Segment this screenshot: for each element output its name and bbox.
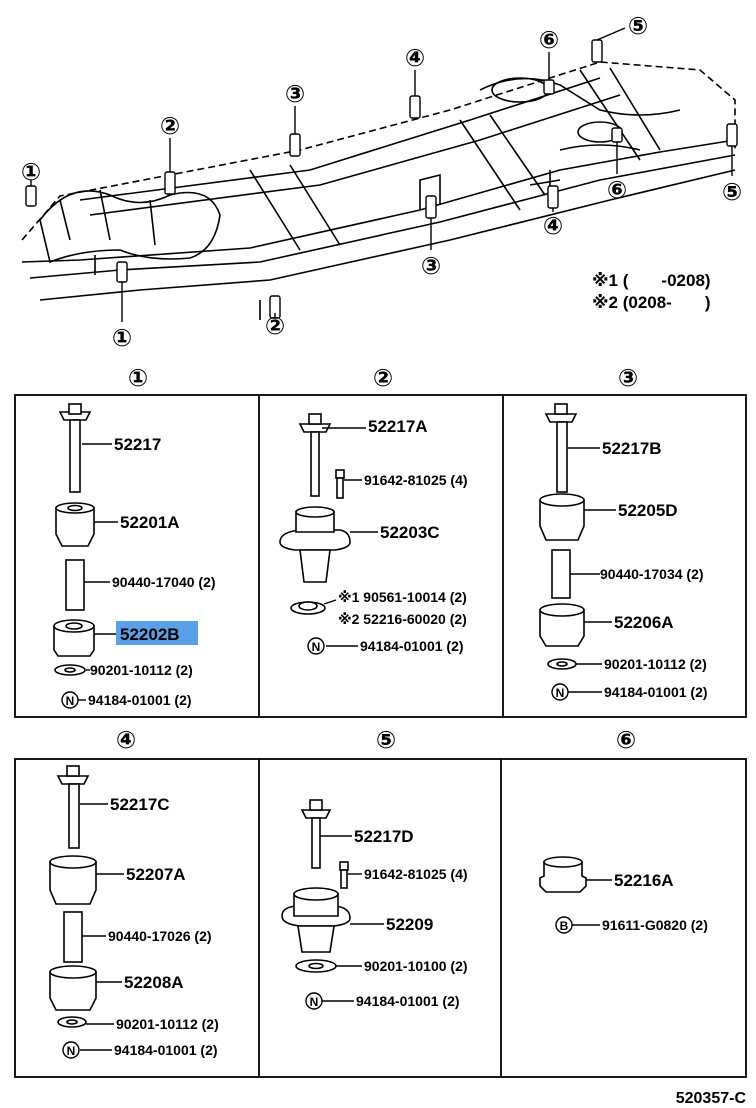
svg-text:②: ② <box>265 313 285 340</box>
svg-text:⑥: ⑥ <box>607 177 627 204</box>
nut-symbol-5: N <box>310 995 319 1009</box>
section-6: B 52216A 91611-G0820 (2) <box>539 856 708 934</box>
s2-bolt-label: 52217A <box>368 417 428 436</box>
s1-upper-label: 52201A <box>120 513 180 532</box>
s4-washer-label: 90201-10112 (2) <box>116 1016 219 1032</box>
section-6-number: ⑥ <box>616 727 636 754</box>
s1-sleeve-label: 90440-17040 (2) <box>112 574 216 590</box>
svg-text:②: ② <box>160 113 180 140</box>
section-3: N 52217B 52205D 90440-17034 (2) 52206A 9… <box>539 403 708 701</box>
svg-text:③: ③ <box>421 253 441 280</box>
s5-bolt2-label: 91642-81025 (4) <box>364 866 468 882</box>
s3-nut-label: 94184-01001 (2) <box>604 684 708 700</box>
s3-sleeve-label: 90440-17034 (2) <box>600 566 704 582</box>
s3-upper-label: 52205D <box>618 501 678 520</box>
s5-mount-label: 52209 <box>386 915 433 934</box>
s6-bolt-label: 91611-G0820 (2) <box>602 917 708 933</box>
note-2: ※2 (0208- ) <box>592 293 711 312</box>
svg-text:⑤: ⑤ <box>628 13 648 40</box>
s4-bolt-label: 52217C <box>110 795 170 814</box>
section-3-number: ③ <box>618 365 638 392</box>
section-4-number: ④ <box>116 727 136 754</box>
svg-text:④: ④ <box>405 45 425 72</box>
s1-nut-label: 94184-01001 (2) <box>88 692 192 708</box>
s1-bolt-label: 52217 <box>114 435 161 454</box>
section-2: N 52217A 91642-81025 (4) 52203C ※1 90561… <box>279 413 468 655</box>
s6-cushion-label: 52216A <box>614 871 674 890</box>
s2-mount-label: 52203C <box>380 523 440 542</box>
s1-washer-label: 90201-10112 (2) <box>90 662 193 678</box>
section-1: N 52217 52201A 90440-17040 (2) 52202B 90… <box>53 403 216 709</box>
s3-bolt-label: 52217B <box>602 439 662 458</box>
s2-alt1-label: ※1 90561-10014 (2) <box>338 589 467 605</box>
nut-symbol-4: N <box>67 1044 76 1058</box>
s4-lower-label: 52208A <box>124 973 184 992</box>
s3-washer-label: 90201-10112 (2) <box>604 656 707 672</box>
s3-lower-label: 52206A <box>614 613 674 632</box>
diagram-code: 520357-C <box>676 1090 747 1107</box>
svg-text:①: ① <box>112 325 132 352</box>
s5-washer-label: 90201-10100 (2) <box>364 958 468 974</box>
note-1: ※1 ( -0208) <box>592 271 711 290</box>
s5-bolt-label: 52217D <box>354 827 414 846</box>
svg-text:③: ③ <box>285 81 305 108</box>
s5-nut-label: 94184-01001 (2) <box>356 993 460 1009</box>
bolt-symbol-6: B <box>560 919 569 933</box>
section-2-number: ② <box>373 365 393 392</box>
section-1-number: ① <box>128 365 148 392</box>
s4-sleeve-label: 90440-17026 (2) <box>108 928 212 944</box>
section-5-number: ⑤ <box>376 727 396 754</box>
s4-nut-label: 94184-01001 (2) <box>114 1042 218 1058</box>
frame-callouts: ① ① ② ② ③ ③ ④ ④ ⑤ ⑤ ⑥ ⑥ <box>21 13 742 352</box>
s4-upper-label: 52207A <box>126 865 186 884</box>
section-5: N 52217D 91642-81025 (4) 52209 90201-101… <box>281 799 468 1010</box>
svg-text:④: ④ <box>543 213 563 240</box>
frame-illustration <box>21 61 736 320</box>
svg-text:⑤: ⑤ <box>722 179 742 206</box>
nut-symbol-3: N <box>556 686 565 700</box>
section-boxes <box>14 394 747 1078</box>
nut-symbol-2: N <box>312 640 321 654</box>
s2-alt2-label: ※2 52216-60020 (2) <box>338 611 467 627</box>
svg-text:⑥: ⑥ <box>539 27 559 54</box>
section-4: N 52217C 52207A 90440-17026 (2) 52208A 9… <box>49 765 219 1059</box>
s2-nut-label: 94184-01001 (2) <box>360 638 464 654</box>
s2-bolt2-label: 91642-81025 (4) <box>364 472 468 488</box>
frame-leaders <box>30 27 733 322</box>
s1-highlight <box>116 621 198 645</box>
svg-text:①: ① <box>21 159 41 186</box>
frame-mount-markers <box>25 39 738 319</box>
nut-symbol-1: N <box>66 694 75 708</box>
s1-lower-label[interactable]: 52202B <box>120 625 180 644</box>
